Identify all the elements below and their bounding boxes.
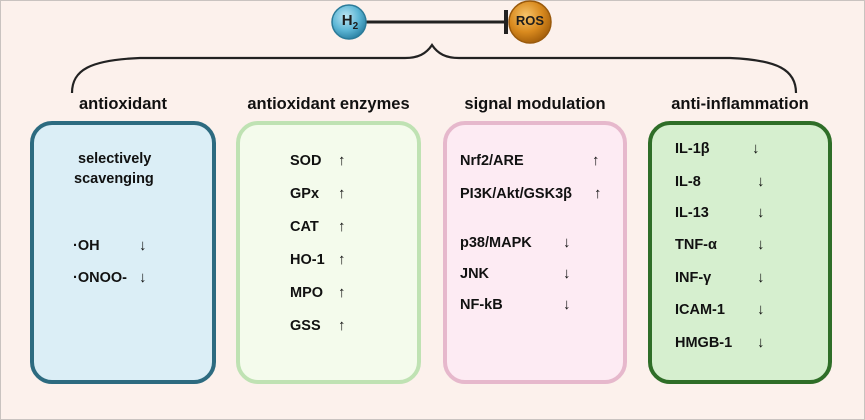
- title-anti-inflammation: anti-inflammation: [671, 95, 809, 113]
- item-label: GSS: [290, 318, 321, 334]
- down-arrow-icon: ↓: [757, 204, 765, 221]
- down-arrow-icon: ↓: [563, 265, 571, 282]
- item-label: IL-13: [675, 205, 709, 221]
- down-arrow-icon: ↓: [757, 334, 765, 351]
- panel-antioxidant: [30, 121, 216, 384]
- ros-molecule: [508, 0, 552, 44]
- down-arrow-icon: ↓: [752, 140, 760, 157]
- down-arrow-icon: ↓: [757, 269, 765, 286]
- item-label: PI3K/Akt/GSK3β: [460, 186, 572, 202]
- heading-line-2: scavenging: [74, 171, 154, 187]
- item-label: IL-8: [675, 174, 701, 190]
- item-label: ICAM-1: [675, 302, 725, 318]
- item-label: Nrf2/ARE: [460, 153, 524, 169]
- item-label: INF-γ: [675, 270, 712, 286]
- item-label: HMGB-1: [675, 335, 733, 351]
- curly-brace: [70, 43, 798, 94]
- up-arrow-icon: ↑: [338, 218, 346, 235]
- up-arrow-icon: ↑: [338, 251, 346, 268]
- item-label: HO-1: [290, 252, 325, 268]
- down-arrow-icon: ↓: [563, 234, 571, 251]
- item-label: SOD: [290, 153, 322, 169]
- h2-label: H2: [341, 12, 359, 32]
- ros-label: ROS: [515, 13, 545, 28]
- panel-antioxidant-enzymes: [236, 121, 421, 384]
- down-arrow-icon: ↓: [757, 173, 765, 190]
- item-label: p38/MAPK: [460, 235, 532, 251]
- item-label: CAT: [290, 219, 319, 235]
- header-graphic: [70, 0, 798, 94]
- item-label: GPx: [290, 186, 320, 202]
- item-label: JNK: [460, 266, 490, 282]
- up-arrow-icon: ↑: [338, 317, 346, 334]
- panel-signal-modulation: [443, 121, 627, 384]
- up-arrow-icon: ↑: [338, 284, 346, 301]
- down-arrow-icon: ↓: [757, 301, 765, 318]
- item-label: ·ONOO-: [73, 270, 127, 286]
- item-label: ·OH: [73, 238, 100, 254]
- up-arrow-icon: ↑: [594, 185, 602, 202]
- h2-molecule: [331, 4, 367, 40]
- down-arrow-icon: ↓: [757, 236, 765, 253]
- down-arrow-icon: ↓: [563, 296, 571, 313]
- title-signal-modulation: signal modulation: [464, 95, 606, 113]
- heading-line-1: selectively: [78, 151, 152, 167]
- item-label: TNF-α: [675, 237, 717, 253]
- title-antioxidant-enzymes: antioxidant enzymes: [247, 95, 410, 113]
- up-arrow-icon: ↑: [592, 152, 600, 169]
- down-arrow-icon: ↓: [139, 237, 147, 254]
- up-arrow-icon: ↑: [338, 152, 346, 169]
- item-label: MPO: [290, 285, 324, 301]
- panel-anti-inflammation: [648, 121, 832, 384]
- title-antioxidant: antioxidant: [78, 95, 167, 113]
- down-arrow-icon: ↓: [139, 269, 147, 286]
- item-label: NF-kB: [460, 297, 503, 313]
- item-label: IL-1β: [675, 141, 710, 157]
- up-arrow-icon: ↑: [338, 185, 346, 202]
